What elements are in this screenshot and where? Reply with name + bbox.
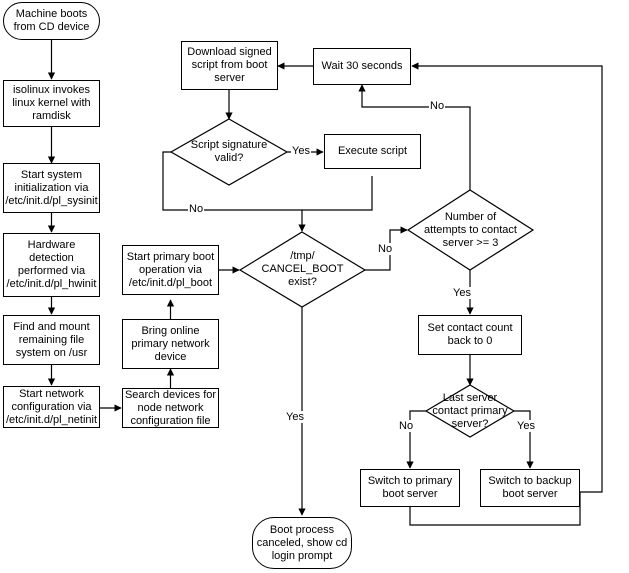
node-search-devices[interactable]: Search devices for node network configur…	[122, 388, 219, 428]
node-pl-sysinit[interactable]: Start system initialization via /etc/ini…	[3, 163, 100, 213]
node-pl-netinit-label: Start network configuration via /etc/ini…	[5, 387, 98, 426]
node-switch-backup-label: Switch to backup boot server	[488, 475, 572, 500]
node-wait-30-seconds-label: Wait 30 seconds	[321, 60, 403, 72]
node-set-contact-count[interactable]: Set contact count back to 0	[418, 315, 522, 355]
node-attempts-ge-3[interactable]: Number of attempts to contact server >= …	[408, 190, 533, 270]
edge-lastserver-no-to-primary	[406, 410, 426, 469]
node-execute-script-label: Execute script	[337, 145, 408, 157]
diamond-last-server	[424, 384, 516, 438]
node-download-script-label: Download signed script from boot server	[187, 46, 272, 84]
node-pl-netinit[interactable]: Start network configuration via /etc/ini…	[3, 386, 100, 428]
node-switch-primary[interactable]: Switch to primary boot server	[360, 469, 460, 507]
node-download-script[interactable]: Download signed script from boot server	[181, 41, 278, 90]
edge-label-attempts-no: No	[429, 100, 446, 112]
edge-execute-to-cancelboot	[302, 176, 373, 211]
node-machine-boots-label: Machine boots from CD device	[13, 8, 90, 33]
edge-label-signature-yes: Yes	[291, 145, 311, 157]
edge-label-signature-no: No	[188, 203, 205, 215]
diamond-cancel-boot	[238, 231, 367, 308]
node-set-contact-count-label: Set contact count back to 0	[427, 322, 513, 347]
node-mount-usr-label: Find and mount remaining file system on …	[13, 320, 90, 359]
node-pl-hwinit[interactable]: Hardware detection performed via /etc/in…	[3, 233, 100, 297]
edge-label-attempts-yes: Yes	[452, 287, 472, 299]
node-pl-hwinit-label: Hardware detection performed via /etc/in…	[6, 239, 97, 290]
edge-label-cancel-no: No	[377, 243, 394, 255]
diamond-signature-valid	[169, 118, 289, 186]
node-bring-online-label: Bring online primary network device	[131, 324, 210, 363]
node-signature-valid-label: Script signature valid?	[190, 139, 268, 164]
node-execute-script[interactable]: Execute script	[324, 134, 421, 169]
edge-signature-no-to-cancelboot	[162, 151, 306, 232]
node-boot-canceled-label: Boot process canceled, show cd login pro…	[256, 523, 348, 562]
node-switch-primary-label: Switch to primary boot server	[367, 475, 453, 500]
node-last-server-primary-label: Last server contact primary server?	[432, 391, 508, 430]
edge-backup-to-wait	[411, 62, 603, 493]
node-signature-valid[interactable]: Script signature valid?	[171, 119, 287, 185]
edge-label-last-server-yes: Yes	[516, 420, 536, 432]
node-pl-boot[interactable]: Start primary boot operation via /etc/in…	[122, 245, 219, 295]
node-attempts-ge-3-label: Number of attempts to contact server >= …	[424, 210, 517, 249]
edge-lastserver-yes-to-backup	[514, 410, 534, 469]
node-switch-backup[interactable]: Switch to backup boot server	[480, 469, 580, 507]
node-machine-boots[interactable]: Machine boots from CD device	[3, 2, 100, 40]
diamond-attempts	[406, 189, 535, 271]
node-last-server-primary[interactable]: Last server contact primary server?	[418, 385, 522, 437]
node-pl-boot-label: Start primary boot operation via /etc/in…	[126, 250, 215, 289]
node-bring-online[interactable]: Bring online primary network device	[122, 319, 219, 369]
node-mount-usr[interactable]: Find and mount remaining file system on …	[3, 315, 100, 365]
edge-attempts-no-to-wait	[358, 84, 471, 190]
edge-label-last-server-no: No	[398, 420, 415, 432]
node-cancel-boot-exist[interactable]: /tmp/ CANCEL_BOOT exist?	[240, 232, 365, 307]
node-search-devices-label: Search devices for node network configur…	[124, 388, 217, 427]
node-pl-sysinit-label: Start system initialization via /etc/ini…	[5, 168, 98, 207]
edge-primary-to-return-rail	[409, 492, 581, 526]
node-boot-canceled[interactable]: Boot process canceled, show cd login pro…	[252, 517, 352, 569]
node-wait-30-seconds[interactable]: Wait 30 seconds	[313, 48, 411, 85]
node-isolinux[interactable]: isolinux invokes linux kernel with ramdi…	[3, 80, 100, 127]
node-isolinux-label: isolinux invokes linux kernel with ramdi…	[12, 84, 91, 122]
node-cancel-boot-exist-label: /tmp/ CANCEL_BOOT exist?	[261, 250, 344, 288]
edge-label-cancel-yes: Yes	[285, 411, 305, 423]
